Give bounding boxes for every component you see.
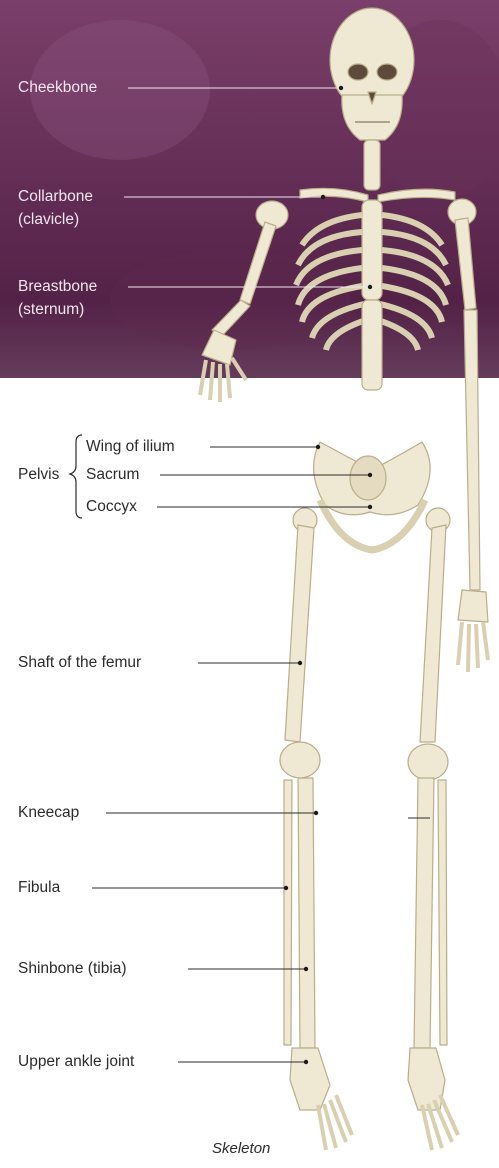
label-cheekbone: Cheekbone xyxy=(18,77,97,98)
label-shaft-of-femur: Shaft of the femur xyxy=(18,652,141,673)
label-pelvis: Pelvis xyxy=(18,464,59,485)
label-upper-ankle-joint: Upper ankle joint xyxy=(18,1051,134,1072)
label-shinbone: Shinbone (tibia) xyxy=(18,958,127,979)
label-breastbone: Breastbone xyxy=(18,276,97,297)
figure-caption: Skeleton xyxy=(212,1140,270,1157)
label-clavicle: (clavicle) xyxy=(18,209,79,230)
label-wing-of-ilium: Wing of ilium xyxy=(86,436,175,457)
pelvis-bracket xyxy=(70,435,82,518)
label-sacrum: Sacrum xyxy=(86,464,139,485)
label-fibula: Fibula xyxy=(18,877,60,898)
label-collarbone: Collarbone xyxy=(18,186,93,207)
label-sternum: (sternum) xyxy=(18,299,84,320)
label-coccyx: Coccyx xyxy=(86,496,137,517)
label-kneecap: Kneecap xyxy=(18,802,79,823)
